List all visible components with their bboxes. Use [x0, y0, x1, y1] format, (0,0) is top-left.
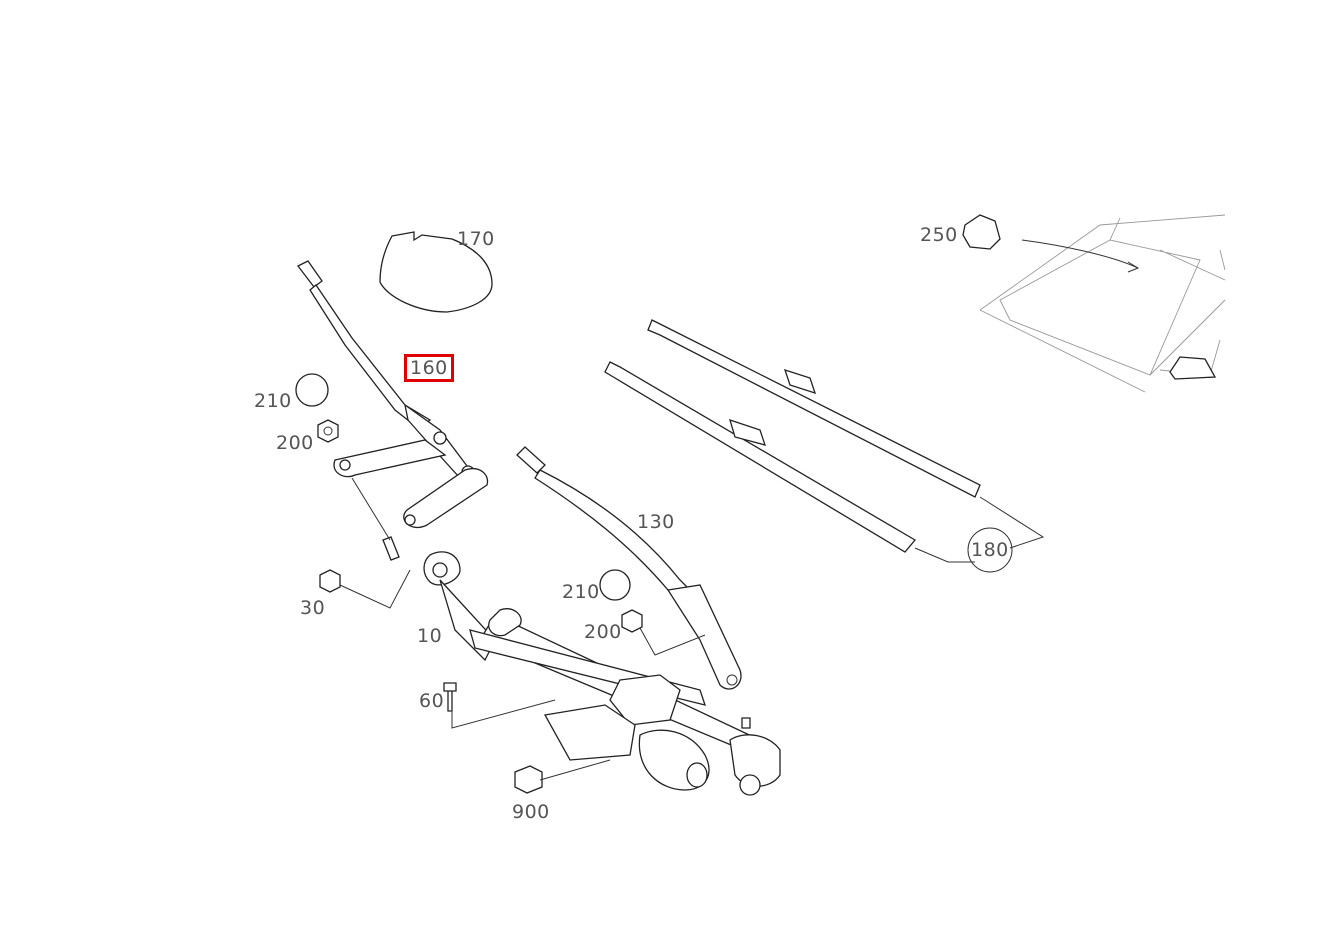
callout-30[interactable]: 30	[300, 597, 326, 619]
callout-210-right[interactable]: 210	[562, 581, 600, 603]
callout-60[interactable]: 60	[419, 690, 445, 712]
callout-10[interactable]: 10	[417, 625, 443, 647]
callout-900[interactable]: 900	[512, 801, 550, 823]
callout-180[interactable]: 180	[971, 539, 1009, 561]
cap-210-right[interactable]	[599, 569, 631, 601]
cap-210-left[interactable]	[295, 373, 329, 407]
wiper-arm-160[interactable]	[297, 260, 489, 529]
nut-30[interactable]	[319, 569, 341, 593]
wiper-blades-180[interactable]	[604, 319, 981, 553]
bolt-60[interactable]	[443, 682, 457, 712]
callout-130[interactable]: 130	[637, 511, 675, 533]
wiper-arm-130[interactable]	[516, 446, 742, 690]
car-windshield-illustration	[979, 214, 1226, 393]
nut-200-right[interactable]	[621, 609, 643, 633]
nut-200-left[interactable]	[317, 419, 339, 443]
callout-160-highlighted[interactable]: 160	[404, 354, 454, 382]
rain-sensor-250[interactable]	[962, 214, 1140, 273]
leader-lines	[339, 477, 1045, 781]
callout-250[interactable]: 250	[920, 224, 958, 246]
part-900[interactable]	[514, 765, 543, 794]
callout-200-left[interactable]: 200	[276, 432, 314, 454]
callout-210-left[interactable]: 210	[254, 390, 292, 412]
cover-170[interactable]	[379, 231, 493, 313]
wiper-linkage-10[interactable]	[382, 536, 781, 796]
callout-200-right[interactable]: 200	[584, 621, 622, 643]
callout-170[interactable]: 170	[457, 228, 495, 250]
